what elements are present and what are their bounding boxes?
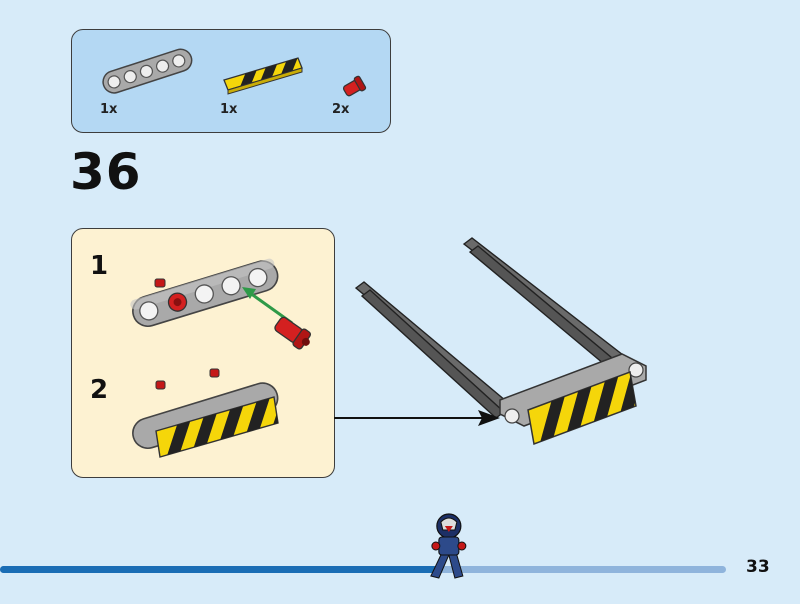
red-axle-pin-icon <box>342 75 367 97</box>
substep-2-liftarm-with-tile-illustration <box>132 368 279 458</box>
substep-number-2: 2 <box>90 375 109 405</box>
step-number: 36 <box>70 143 142 201</box>
callout-arrow-icon <box>334 410 500 426</box>
substep-number-1: 1 <box>90 251 109 281</box>
part-qty-liftarm: 1x <box>100 102 118 117</box>
gray-liftarm-5-icon <box>102 48 193 94</box>
substep-1-liftarm-with-pin-illustration <box>130 258 312 350</box>
progress-fill <box>0 566 443 573</box>
minifigure-progress-icon <box>430 513 467 579</box>
hazard-stripe-tile-icon <box>223 57 303 95</box>
part-qty-hazard-tile: 1x <box>220 102 238 117</box>
parts-list-panel: 1x 1x 2x <box>71 29 391 133</box>
substep-panel: 1 2 <box>71 228 335 478</box>
progress-bar <box>0 513 726 579</box>
page-number: 33 <box>746 557 770 577</box>
main-assembly-illustration <box>354 237 647 446</box>
part-qty-pin: 2x <box>332 102 350 117</box>
